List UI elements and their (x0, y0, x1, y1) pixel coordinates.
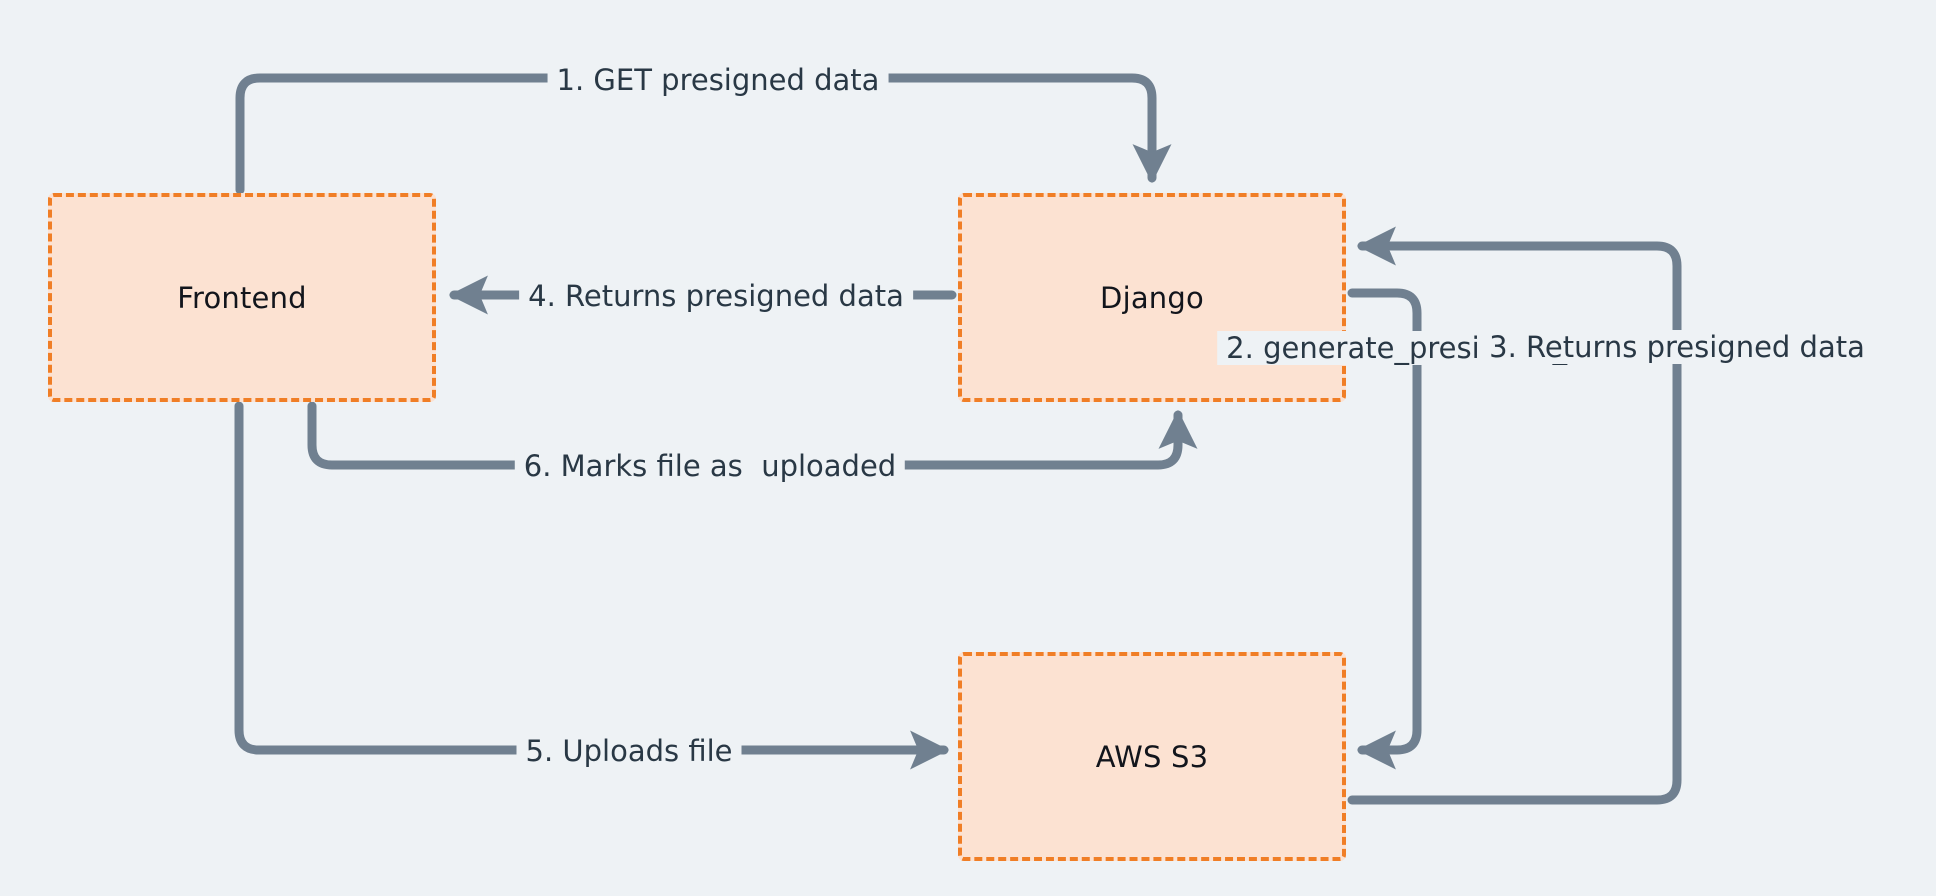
node-aws-s3-label: AWS S3 (1095, 739, 1209, 774)
edge-label-3: 3. Returns presigned data (1480, 330, 1874, 364)
edge-path-3 (1347, 226, 1682, 805)
node-django[interactable]: Django (958, 193, 1346, 402)
edge-path-2 (1347, 288, 1422, 770)
node-frontend[interactable]: Frontend (48, 193, 436, 402)
edge-label-1: 1. GET presigned data (547, 63, 889, 97)
edge-path-5 (234, 401, 950, 770)
node-django-label: Django (1100, 280, 1204, 315)
edge-label-5: 5. Uploads file (516, 734, 742, 768)
node-aws-s3[interactable]: AWS S3 (958, 652, 1346, 861)
node-frontend-label: Frontend (177, 280, 307, 315)
edge-label-4: 4. Returns presigned data (519, 279, 913, 313)
edge-label-6: 6. Marks file as uploaded (514, 449, 906, 483)
